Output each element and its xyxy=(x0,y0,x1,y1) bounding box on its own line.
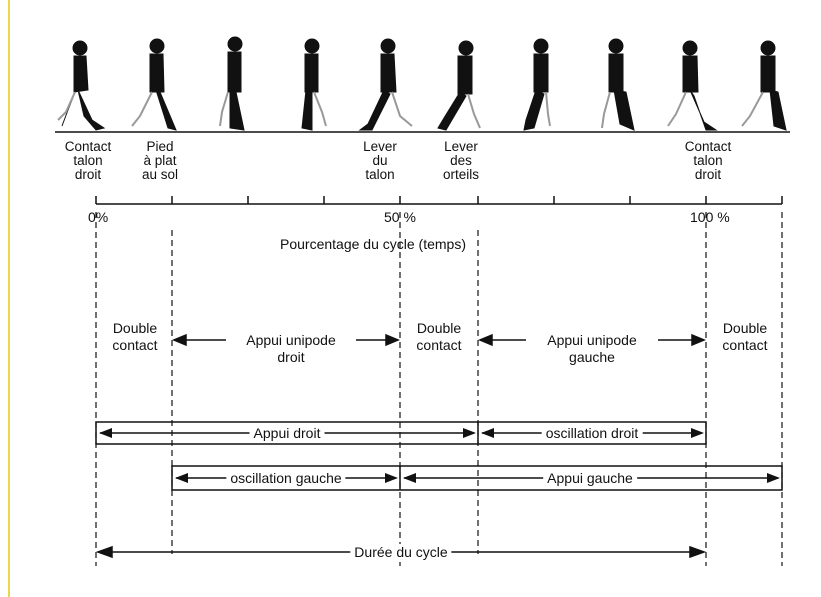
walking-figures xyxy=(57,36,787,131)
event-label-foot-flat: Pied à plat au sol xyxy=(141,139,179,182)
event-label-heel-off: Lever du talon xyxy=(363,139,397,182)
event-label-contact-right: Contact talon droit xyxy=(64,139,112,182)
phase-double-contact-1: Double contact xyxy=(100,320,170,354)
figure-7 xyxy=(523,38,551,131)
phase-double-contact-3: Double contact xyxy=(710,320,780,354)
tick-label-50: 50 % xyxy=(384,209,416,225)
figure-6 xyxy=(437,40,481,131)
tick-label-0: 0% xyxy=(88,209,109,225)
phase-single-support-right: Appui unipode droit xyxy=(226,332,356,366)
figure-5 xyxy=(358,38,413,131)
phase-double-contact-2: Double contact xyxy=(404,320,474,354)
tick-label-100: 100 % xyxy=(690,209,730,225)
bar-label-swing-left: oscillation gauche xyxy=(226,470,346,486)
figure-1 xyxy=(57,40,106,131)
figure-4 xyxy=(301,38,327,131)
bar-label-swing-right: oscillation droit xyxy=(541,425,643,441)
phase-arrows xyxy=(172,333,706,347)
figure-3 xyxy=(219,36,245,131)
figure-8 xyxy=(601,38,635,131)
left-leg-arrowheads xyxy=(175,473,780,483)
figure-2 xyxy=(131,38,177,131)
figure-10 xyxy=(741,40,787,131)
phase-single-support-left: Appui unipode gauche xyxy=(526,332,658,366)
bar-label-stance-right: Appui droit xyxy=(249,425,325,441)
dashed-guides xyxy=(95,212,783,566)
left-border-line xyxy=(8,0,10,597)
figure-9 xyxy=(667,40,718,131)
right-leg-arrowheads xyxy=(99,428,704,438)
bar-label-cycle: Durée du cycle xyxy=(350,544,452,560)
event-label-contact-right-2: Contact talon droit xyxy=(684,139,732,182)
bar-label-stance-left: Appui gauche xyxy=(543,470,637,486)
axis-title: Pourcentage du cycle (temps) xyxy=(280,236,466,252)
event-label-toe-off: Lever des orteils xyxy=(442,139,479,182)
axis-ticks xyxy=(95,196,783,204)
